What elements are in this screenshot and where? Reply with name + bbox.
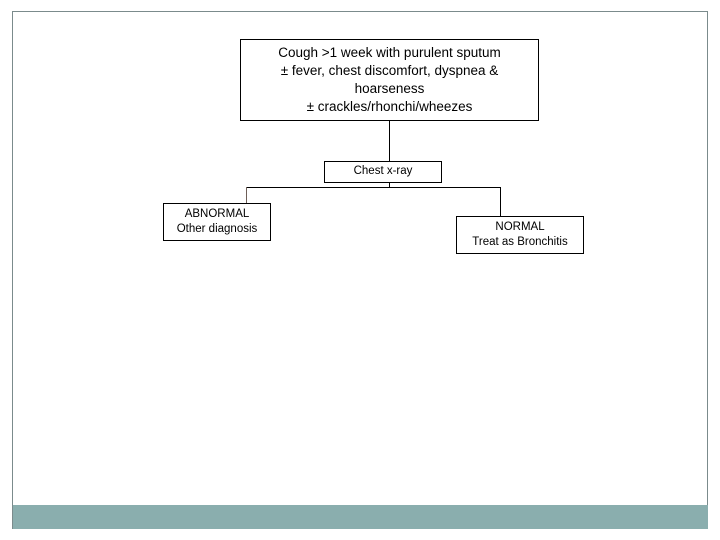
node-symptoms-line-4: ± crackles/rhonchi/wheezes [306,98,473,114]
flowchart-node-symptoms[interactable]: Cough >1 week with purulent sputum ± fev… [240,39,539,121]
node-symptoms-line-2: ± fever, chest discomfort, dyspnea & [280,63,499,79]
flowchart-node-normal[interactable]: NORMAL Treat as Bronchitis [456,216,584,254]
node-normal-line-1: NORMAL [495,220,545,233]
node-symptoms-line-3: hoarseness [354,81,425,96]
flowchart-node-abnormal[interactable]: ABNORMAL Other diagnosis [163,203,271,241]
node-xray-line-1: Chest x-ray [353,165,413,178]
connector-branch-bus [246,187,501,188]
node-abnormal-line-2: Other diagnosis [176,223,258,235]
node-abnormal-line-1: ABNORMAL [184,207,250,220]
connector-symptoms-to-xray [389,121,390,162]
connector-bus-to-abnormal [246,187,247,204]
node-normal-line-2: Treat as Bronchitis [472,236,568,248]
slide-footer-band [13,505,708,529]
node-symptoms-line-1: Cough >1 week with purulent sputum [278,45,501,61]
connector-bus-to-normal [500,187,501,217]
connector-xray-to-bus [389,183,390,188]
flowchart-node-chest-xray[interactable]: Chest x-ray [324,161,442,183]
